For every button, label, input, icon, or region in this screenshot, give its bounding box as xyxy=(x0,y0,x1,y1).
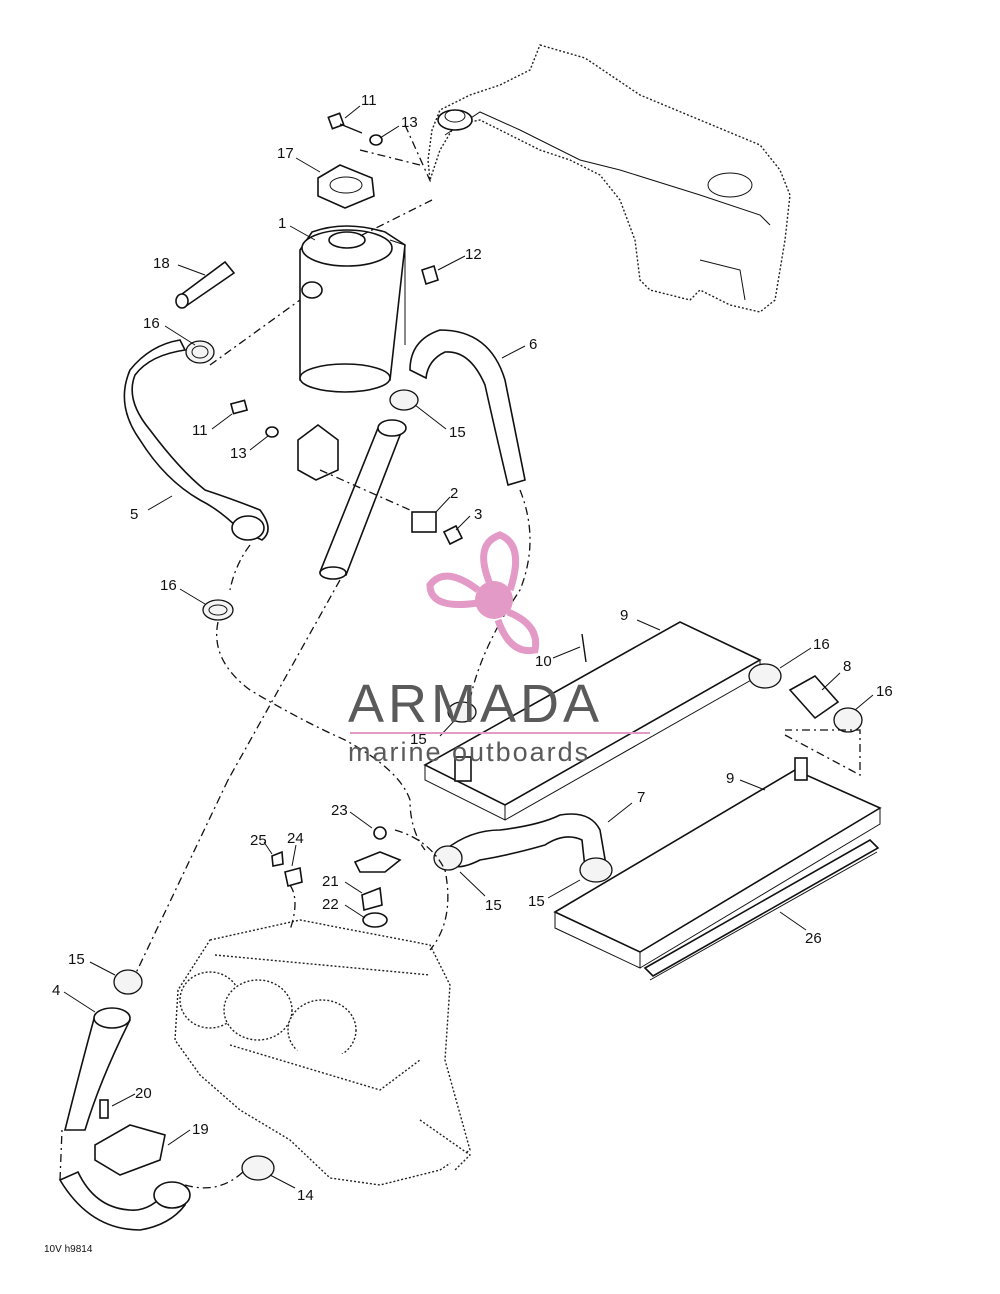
part-labels: 11 13 17 1 18 12 16 6 15 11 13 2 5 3 16 … xyxy=(44,92,893,1255)
label-26: 26 xyxy=(805,930,822,947)
nut-12 xyxy=(421,264,439,286)
label-7: 7 xyxy=(637,789,645,806)
hose-clamp-15a xyxy=(389,389,419,411)
propeller-logo-icon xyxy=(426,531,540,655)
fuel-tank-frame xyxy=(427,44,791,313)
mount-bracket xyxy=(229,399,339,481)
nut-3 xyxy=(442,524,464,546)
label-15-a: 15 xyxy=(449,424,466,441)
bracket-19 xyxy=(94,1099,166,1176)
label-3: 3 xyxy=(474,506,482,523)
hose-clamp-16a xyxy=(185,340,215,364)
label-5: 5 xyxy=(130,506,138,523)
watermark-brand: ARMADA xyxy=(348,674,603,734)
label-15-e: 15 xyxy=(68,951,85,968)
label-10: 10 xyxy=(535,653,552,670)
label-23: 23 xyxy=(331,802,348,819)
hose-6 xyxy=(409,329,526,487)
hose-7 xyxy=(433,813,613,883)
label-4: 4 xyxy=(52,982,60,999)
label-16-d: 16 xyxy=(876,683,893,700)
watermark-tagline: marine outboards xyxy=(348,737,590,767)
label-16-c: 16 xyxy=(813,636,830,653)
tank-fitting xyxy=(301,281,323,299)
radiator-cap xyxy=(317,164,375,209)
label-13-top: 13 xyxy=(401,114,418,131)
label-11-mid: 11 xyxy=(192,422,208,439)
bolt-10 xyxy=(581,633,587,663)
label-19: 19 xyxy=(192,1121,209,1138)
label-18: 18 xyxy=(153,255,170,272)
label-15-b: 15 xyxy=(410,731,427,748)
heat-exchanger-lower xyxy=(553,757,882,969)
label-12: 12 xyxy=(465,246,482,263)
label-17: 17 xyxy=(277,145,294,162)
coolant-reservoir xyxy=(299,225,406,393)
hose-8 xyxy=(748,663,863,733)
flow-lines xyxy=(59,124,861,1189)
coolant-pipe xyxy=(318,419,407,580)
label-15-c: 15 xyxy=(485,897,502,914)
armada-watermark: ARMADA marine outboards xyxy=(348,531,650,767)
label-15-d: 15 xyxy=(528,893,545,910)
label-16-a: 16 xyxy=(143,315,160,332)
label-8: 8 xyxy=(843,658,851,675)
label-11-top: 11 xyxy=(361,92,377,109)
guide-rail xyxy=(643,839,880,981)
label-6: 6 xyxy=(529,336,537,353)
label-13-mid: 13 xyxy=(230,445,247,462)
overflow-tube xyxy=(175,260,236,309)
rubber-mount xyxy=(411,511,437,533)
hose-clamp-16b xyxy=(202,599,234,621)
label-9-b: 9 xyxy=(726,770,734,787)
label-21: 21 xyxy=(322,873,339,890)
hose-5 xyxy=(123,339,269,541)
label-22: 22 xyxy=(322,896,339,913)
drawing-reference: 10V h9814 xyxy=(44,1244,93,1255)
label-1: 1 xyxy=(278,215,286,232)
temperature-sensors xyxy=(271,826,402,928)
label-9-a: 9 xyxy=(620,607,628,624)
label-2: 2 xyxy=(450,485,458,502)
propeller-hub xyxy=(475,581,513,619)
leader-lines xyxy=(63,105,874,1189)
label-20: 20 xyxy=(135,1085,152,1102)
label-25: 25 xyxy=(250,832,267,849)
hose-4 xyxy=(63,969,143,1131)
hose-clamp-15b xyxy=(447,701,477,723)
label-24: 24 xyxy=(287,830,304,847)
label-16-b: 16 xyxy=(160,577,177,594)
lower-hose xyxy=(58,1155,275,1231)
engine-block xyxy=(174,919,472,1186)
upper-bolt xyxy=(327,112,383,146)
label-14: 14 xyxy=(297,1187,314,1204)
